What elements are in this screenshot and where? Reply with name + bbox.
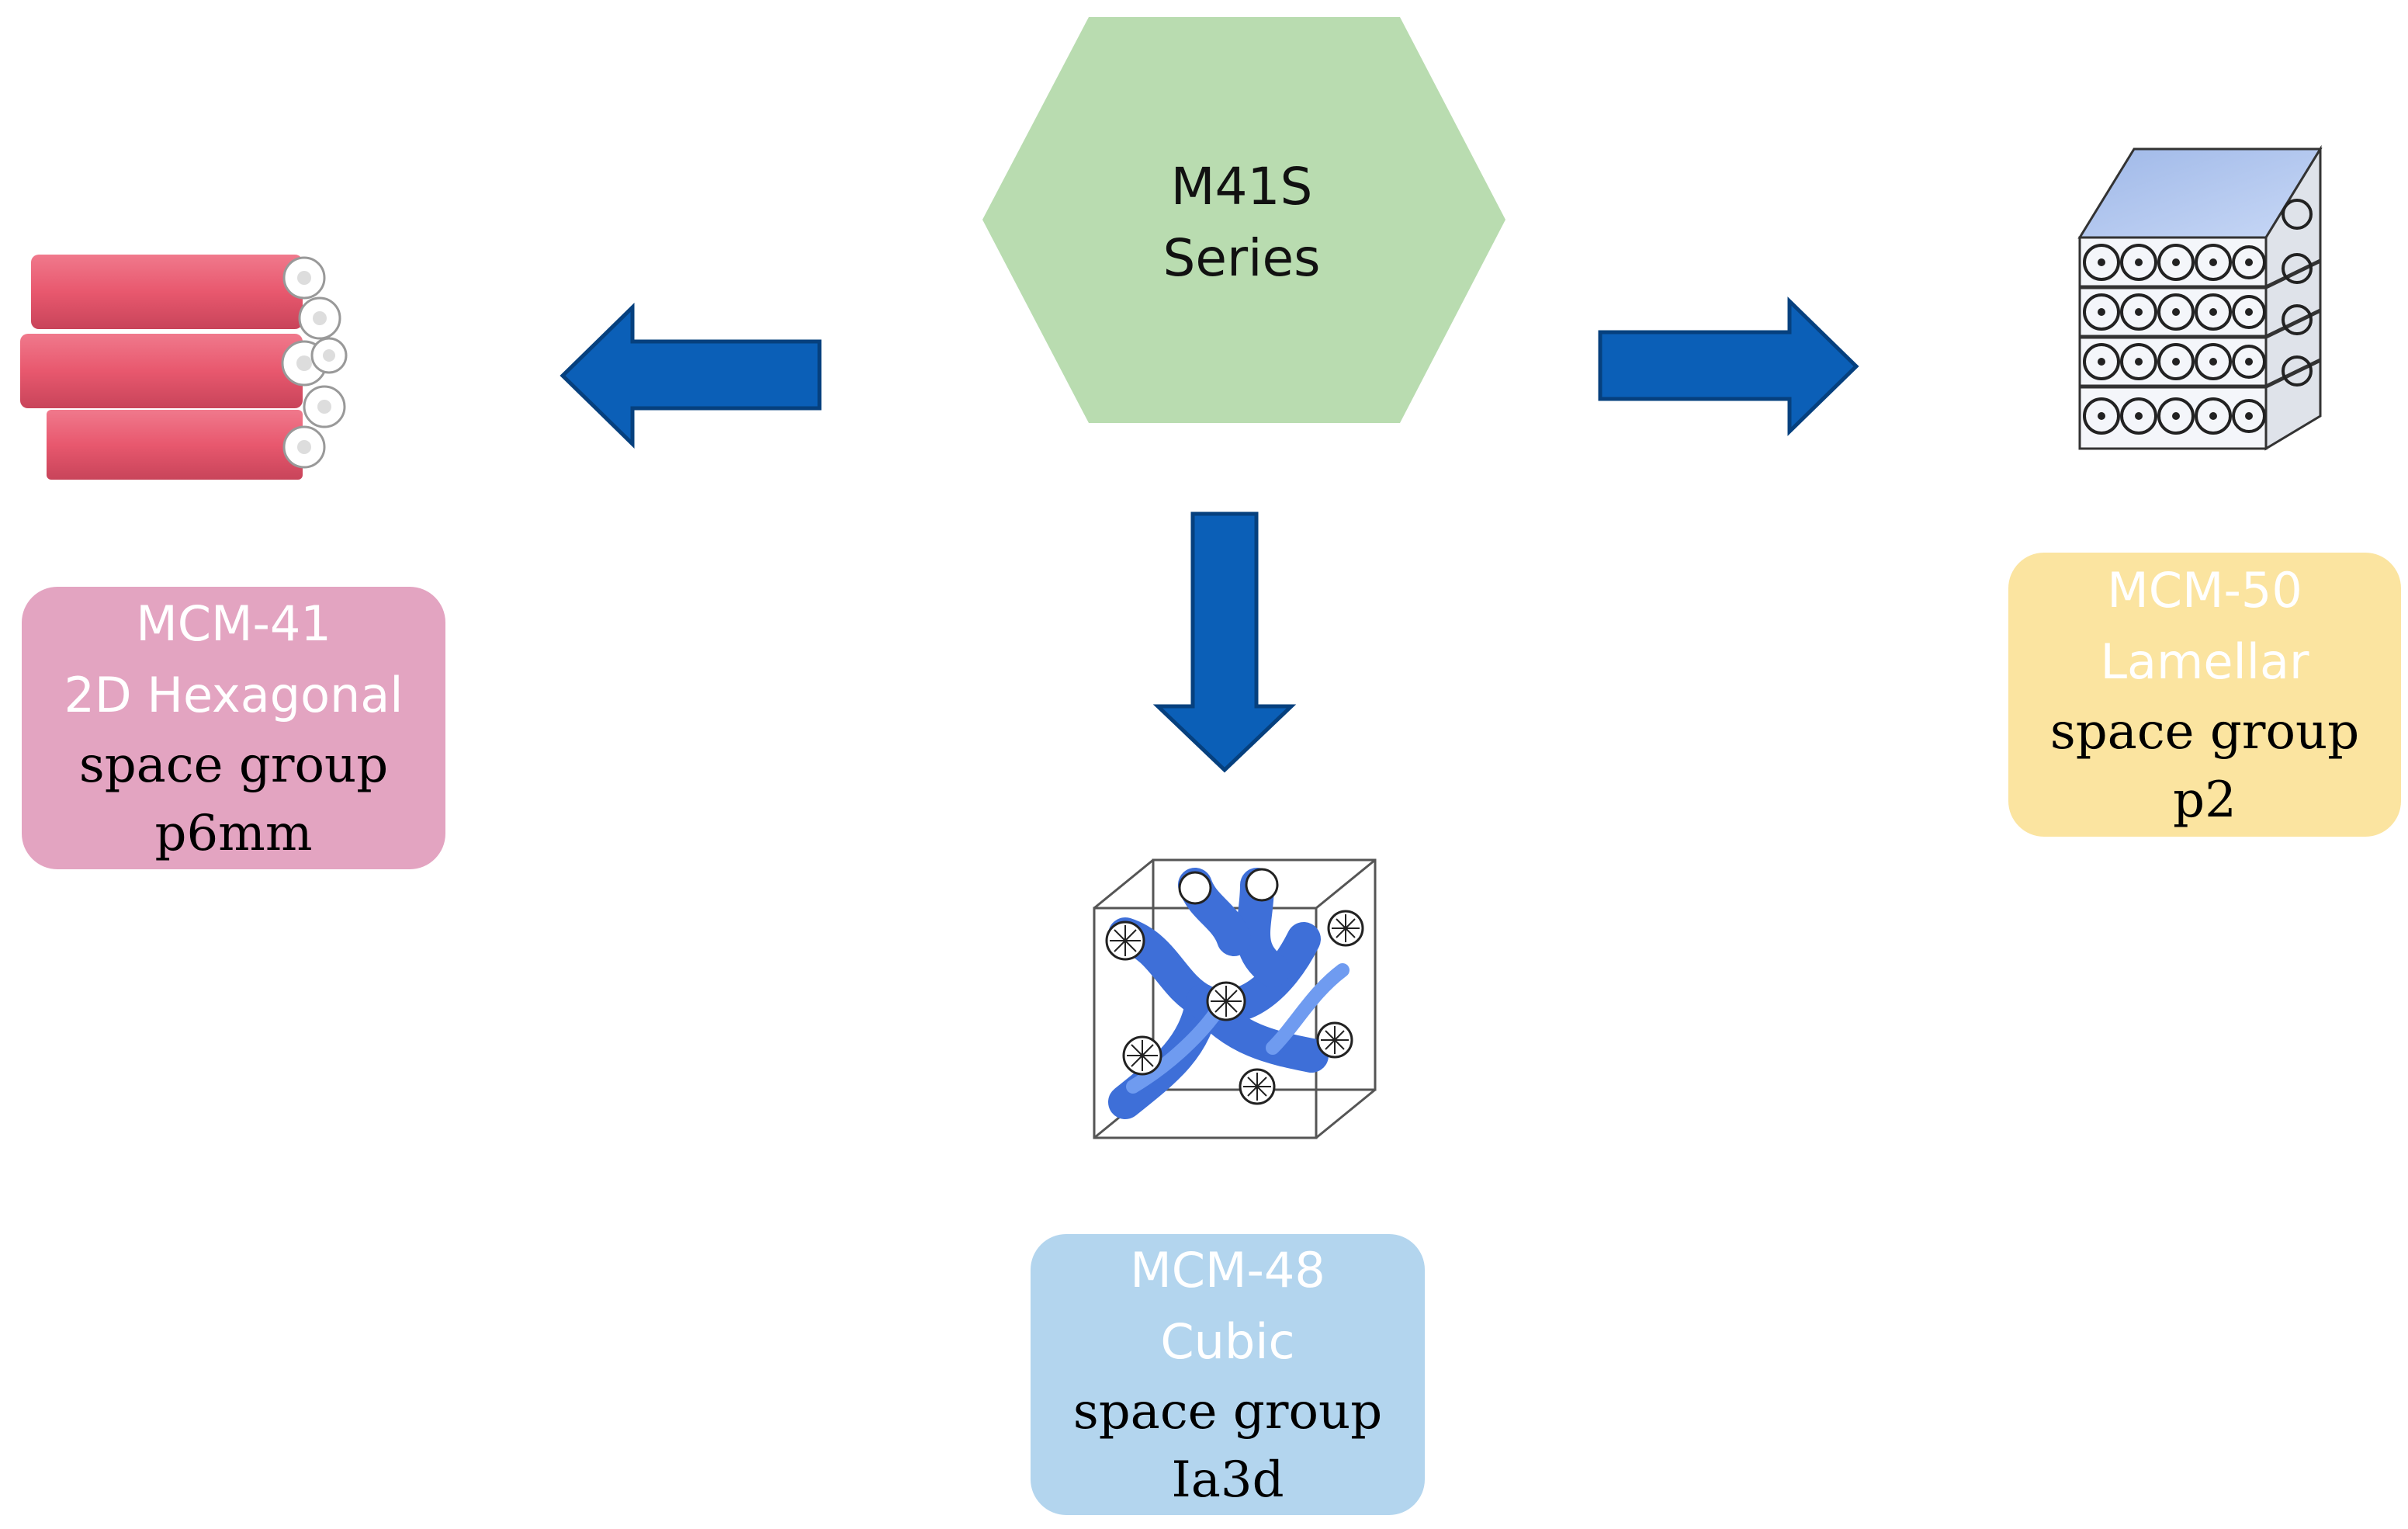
mcm50-card: MCM-50 Lamellar space group p2 [2008, 553, 2401, 837]
mcm50-space-group: p2 [2173, 771, 2236, 829]
mcm41-card: MCM-41 2D Hexagonal space group p6mm [22, 587, 445, 869]
mcm48-cubic-network-illustration [1093, 858, 1377, 1139]
mcm50-lamellar-stack-illustration [2077, 144, 2323, 451]
hexagon-label: M41S Series [978, 151, 1505, 294]
mcm48-structure: Cubic [1160, 1313, 1295, 1370]
mcm50-space-group-label: space group [2049, 703, 2360, 761]
mcm41-structure: 2D Hexagonal [64, 667, 404, 723]
mcm50-structure: Lamellar [2100, 633, 2309, 690]
mcm48-space-group: Ia3d [1171, 1451, 1284, 1509]
mcm41-space-group: p6mm [154, 805, 313, 862]
mcm50-name: MCM-50 [2107, 562, 2302, 619]
mcm48-space-group-label: space group [1072, 1383, 1383, 1441]
mcm41-name: MCM-41 [136, 595, 331, 652]
mcm48-name: MCM-48 [1130, 1242, 1325, 1298]
mcm41-tube-bundle-illustration [20, 255, 348, 480]
hexagon-subtitle: Series [1162, 228, 1321, 288]
mcm48-card: MCM-48 Cubic space group Ia3d [1031, 1234, 1425, 1515]
hexagon-title: M41S [1170, 157, 1313, 217]
mcm41-space-group-label: space group [78, 737, 389, 794]
